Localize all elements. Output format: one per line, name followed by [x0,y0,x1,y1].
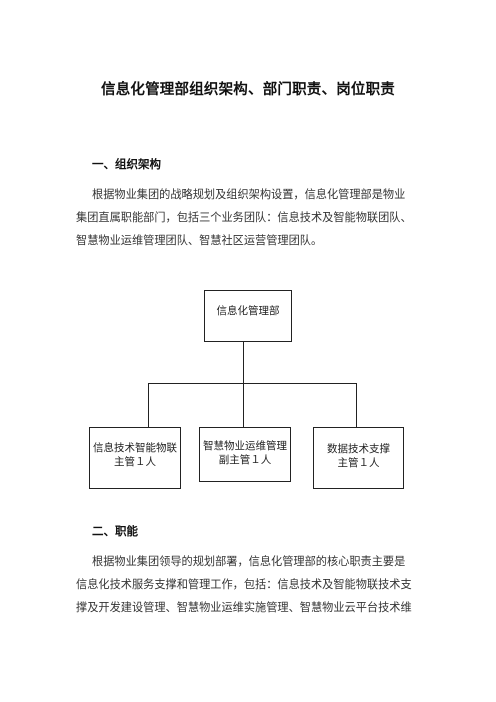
paragraph-line: 信息化技术服务支撑和管理工作，包括：信息技术及智能物联技术支 [76,578,412,591]
org-connector-middle [243,383,244,428]
section-heading-functions: 二、职能 [92,524,138,538]
org-root-box: 信息化管理部 [204,290,292,342]
org-child-role: 副主管１人 [218,454,272,466]
paragraph-line: 根据物业集团领导的规划部署，信息化管理部的核心职责主要是 [92,555,406,568]
paragraph-line: 根据物业集团的战略规划及组织架构设置，信息化管理部是物业 [92,188,406,201]
org-connector-root-stem [243,342,244,384]
document-title: 信息化管理部组织架构、部门职责、岗位职责 [101,82,395,98]
section-paragraph-functions: 根据物业集团领导的规划部署，信息化管理部的核心职责主要是 信息化技术服务支撑和管… [76,550,422,619]
org-child-name: 信息技术智能物联 [93,442,177,454]
org-child-name: 数据技术支撑 [327,443,390,455]
org-root-label: 信息化管理部 [216,305,280,317]
section-paragraph-org-structure: 根据物业集团的战略规划及组织架构设置，信息化管理部是物业 集团直属职能部门，包括… [76,183,422,252]
org-connector-right [356,383,357,428]
org-child-box: 智慧物业运维管理 副主管１人 [199,427,291,482]
org-child-name: 智慧物业运维管理 [203,440,287,452]
org-connector-left [148,383,149,428]
paragraph-line: 智慧物业运维管理团队、智慧社区运营管理团队。 [76,234,323,247]
org-child-role: 主管１人 [114,456,156,468]
section-heading-org-structure: 一、组织架构 [92,157,161,171]
paragraph-line: 集团直属职能部门，包括三个业务团队：信息技术及智能物联团队、 [76,211,412,224]
org-child-role: 主管１人 [337,457,380,469]
org-child-box: 数据技术支撑 主管１人 [313,427,404,489]
org-connector-horizontal [148,383,357,384]
org-child-box: 信息技术智能物联 主管１人 [89,427,181,489]
paragraph-line: 撑及开发建设管理、智慧物业运维实施管理、智慧物业云平台技术维 [76,601,412,614]
